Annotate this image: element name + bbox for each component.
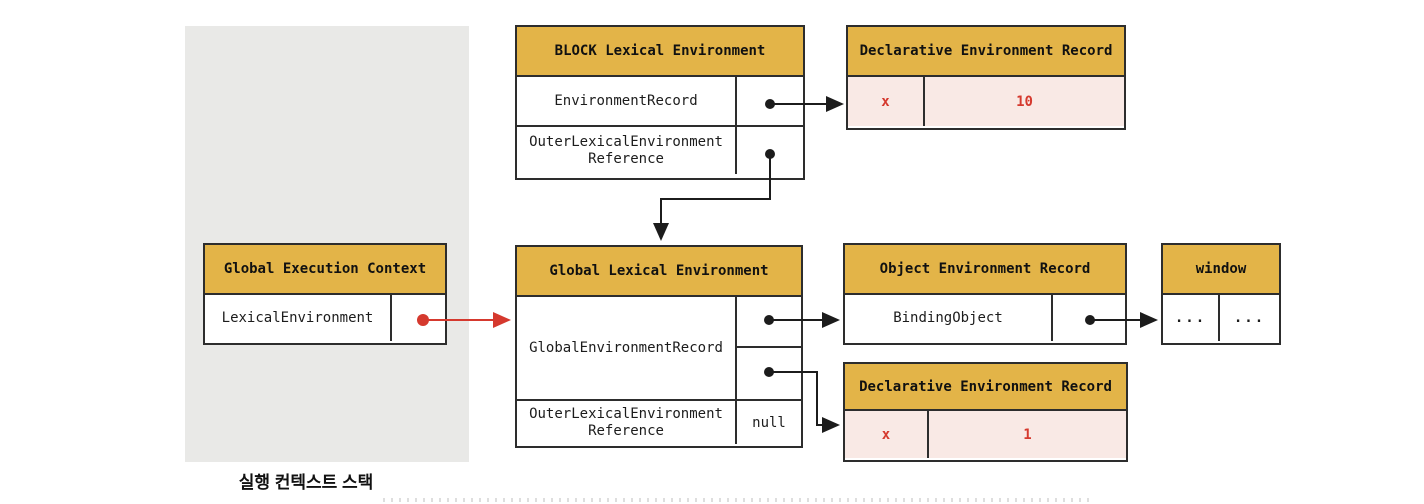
window-cell-ellipsis: ... [1220, 295, 1279, 341]
box-global-lexical-environment: Global Lexical Environment GlobalEnviron… [515, 245, 803, 448]
null-value-cell: null [737, 401, 801, 444]
window-cell-ellipsis: ... [1163, 295, 1220, 341]
row-label-line: Reference [588, 150, 664, 167]
row-global-environment-record: GlobalEnvironmentRecord [517, 297, 737, 399]
binding-key: x [848, 77, 925, 126]
binding-value: 1 [929, 411, 1126, 458]
pointer-cell-binding-object [1053, 295, 1125, 341]
row-environment-record: EnvironmentRecord [517, 77, 737, 125]
pointer-cell-outer-reference [737, 127, 803, 174]
row-outer-lexical-environment-reference: OuterLexicalEnvironment Reference [517, 401, 737, 444]
execution-context-stack-label: 실행 컨텍스트 스택 [238, 473, 374, 492]
box-declarative-environment-record-bottom: Declarative Environment Record x 1 [843, 362, 1128, 462]
row-lexical-environment: LexicalEnvironment [205, 295, 392, 341]
box-title-global-execution-context: Global Execution Context [205, 245, 445, 295]
row-label-line: OuterLexicalEnvironment [529, 133, 723, 150]
row-label-line: OuterLexicalEnvironment [529, 405, 723, 422]
binding-key: x [845, 411, 929, 458]
box-title-block-lexical-environment: BLOCK Lexical Environment [517, 27, 803, 77]
box-window: window ... ... [1161, 243, 1281, 345]
box-title-global-lexical-environment: Global Lexical Environment [517, 247, 801, 297]
binding-value: 10 [925, 77, 1124, 126]
box-title-declarative-environment-record-bottom: Declarative Environment Record [845, 364, 1126, 411]
pointer-cell-declarative-environment-record [737, 348, 801, 399]
row-label-line: Reference [588, 422, 664, 439]
row-outer-lexical-environment-reference: OuterLexicalEnvironment Reference [517, 127, 737, 174]
cropped-caption-remnant [383, 498, 1095, 502]
box-block-lexical-environment: BLOCK Lexical Environment EnvironmentRec… [515, 25, 805, 180]
pointer-cell-environment-record [737, 77, 803, 125]
pointer-cell-object-environment-record [737, 297, 801, 348]
box-title-window: window [1163, 245, 1279, 295]
pointer-cell-lexical-environment [392, 295, 445, 341]
row-binding-object: BindingObject [845, 295, 1053, 341]
box-title-declarative-environment-record-top: Declarative Environment Record [848, 27, 1124, 77]
box-global-execution-context: Global Execution Context LexicalEnvironm… [203, 243, 447, 345]
box-object-environment-record: Object Environment Record BindingObject [843, 243, 1127, 345]
box-declarative-environment-record-top: Declarative Environment Record x 10 [846, 25, 1126, 130]
box-title-object-environment-record: Object Environment Record [845, 245, 1125, 295]
